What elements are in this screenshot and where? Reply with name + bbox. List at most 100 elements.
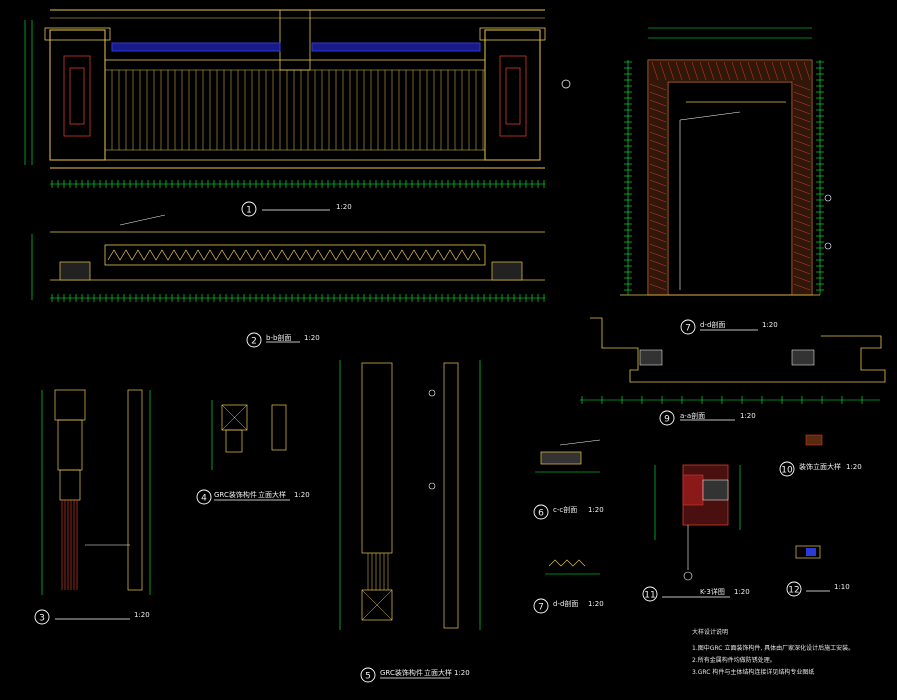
svg-text:10: 10 [781,466,793,476]
drafting-line [793,107,811,115]
svg-text:1:20: 1:20 [294,491,310,499]
drawing-3-pillar [41,389,151,595]
drafting-line [675,61,683,81]
svg-text:1:20: 1:20 [588,506,604,514]
drafting-line [793,83,811,91]
notes-line-3: 3.GRC 构件与主体结构连接详见结构专业图纸 [692,668,814,676]
drawing-9-section [580,317,886,404]
drafting-line [649,211,667,219]
drafting-line [649,235,667,243]
drawing-2-title: 2 b-b剖面 1:20 [246,332,320,348]
drafting-line [649,163,667,171]
drafting-line [771,61,779,81]
drafting-line [649,219,667,227]
svg-text:2: 2 [251,337,257,347]
drafting-line [731,61,739,81]
svg-text:1:20: 1:20 [762,321,778,329]
notes-line-2: 2.所有金属构件均做防锈处理。 [692,656,776,664]
drafting-line [649,259,667,267]
drafting-line [793,179,811,187]
drafting-line [793,283,811,291]
drawing-5-grc-column [339,360,481,630]
drafting-line [795,61,803,81]
svg-text:1:20: 1:20 [588,600,604,608]
drafting-line [793,139,811,147]
drafting-line [649,131,667,139]
drafting-line [793,187,811,195]
drafting-line [649,171,667,179]
svg-text:11: 11 [644,591,655,601]
drafting-line [649,243,667,251]
drafting-line [649,147,667,155]
drafting-line [649,251,667,259]
drawing-10-title: 10 装饰立面大样 1:20 [779,461,862,477]
drafting-line [763,61,771,81]
drawing-8-title: 7 d-d剖面 1:20 [680,319,778,335]
drafting-line [707,61,715,81]
drawing-11-k3-detail [654,464,741,581]
drafting-line [793,91,811,99]
drafting-line [793,251,811,259]
svg-text:6: 6 [538,509,544,519]
drafting-line [649,155,667,163]
drafting-line [649,227,667,235]
drafting-line [699,61,707,81]
drafting-line [793,227,811,235]
svg-text:1:20: 1:20 [846,463,862,471]
drawing-11-title: 11 K-3详图 1:20 [642,586,750,602]
drawing-7-section [545,559,600,575]
drafting-line [649,115,667,123]
drafting-line [715,61,723,81]
drawing-1-title: 1 1:20 [241,201,352,217]
svg-text:1:20: 1:20 [454,669,470,677]
drawing-6-section [535,439,601,473]
drafting-line [755,61,763,81]
drafting-line [683,61,691,81]
drafting-line [793,163,811,171]
svg-text:1:10: 1:10 [834,583,850,591]
drafting-line [793,203,811,211]
drafting-line [787,61,795,81]
drawing-8-door-elevation [620,27,832,296]
drafting-line [793,275,811,283]
drawing-5-title: 5 GRC装饰构件 立面大样 1:20 [360,667,470,683]
svg-text:1:20: 1:20 [304,334,320,342]
drafting-line [793,235,811,243]
drafting-line [793,115,811,123]
drawing-1-railing-elevation [24,9,571,188]
drafting-line [723,61,731,81]
drafting-line [649,83,667,91]
drafting-line [793,99,811,107]
svg-text:a-a剖面: a-a剖面 [680,411,705,420]
drawing-10-detail [805,434,823,446]
drafting-line [793,123,811,131]
drawing-7-title: 7 d-d剖面 1:20 [533,598,604,614]
svg-text:4: 4 [201,494,207,504]
drafting-line [649,91,667,99]
svg-text:GRC装饰构件: GRC装饰构件 [380,668,423,677]
drafting-line [649,123,667,131]
drawing-2-section [31,214,545,302]
drawing-12-title: 12 1:10 [786,581,850,597]
drafting-line [649,275,667,283]
drafting-line [739,61,747,81]
drafting-line [747,61,755,81]
drafting-line [793,211,811,219]
drawing-3-title: 3 1:20 [34,609,150,625]
drafting-line [649,195,667,203]
drafting-line [793,243,811,251]
drafting-line [793,155,811,163]
drafting-line [793,259,811,267]
drafting-line [649,203,667,211]
svg-text:GRC装饰构件: GRC装饰构件 [214,490,257,499]
drafting-line [793,195,811,203]
drafting-line [803,61,811,81]
svg-text:1:20: 1:20 [134,611,150,619]
drafting-line [649,267,667,275]
svg-text:12: 12 [788,586,799,596]
drafting-line [691,61,699,81]
notes-heading: 大样设计说明 [692,628,728,636]
svg-text:3: 3 [39,614,45,624]
svg-text:立面大样: 立面大样 [424,668,452,677]
